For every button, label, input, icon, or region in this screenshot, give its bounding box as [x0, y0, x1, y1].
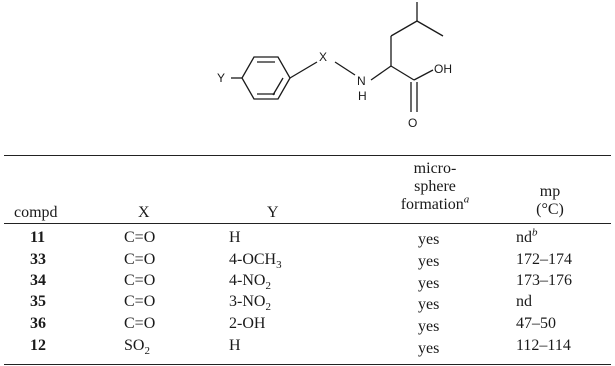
footnote-a: a: [463, 193, 470, 206]
structure-drawing: Y X N H OH O: [217, 2, 452, 130]
row-microsphere: yes: [418, 340, 440, 357]
header-microsphere-line2: sphere: [414, 178, 456, 195]
table-top-rule: [4, 155, 611, 156]
row-mp: 173–176: [516, 272, 572, 289]
header-microsphere-line1: micro-: [413, 160, 457, 177]
row-microsphere: yes: [418, 275, 440, 292]
row-compd: 36: [30, 315, 46, 332]
row-y: H: [229, 337, 241, 354]
row-y: 4-NO2: [229, 272, 271, 293]
row-mp: 112–114: [516, 337, 571, 354]
row-y: 4-OCH3: [229, 251, 282, 272]
row-x: C=O: [124, 251, 156, 268]
row-y: 2-OH: [229, 315, 266, 332]
header-y: Y: [267, 204, 279, 221]
row-mp: 172–174: [516, 251, 572, 268]
structure-label-x: X: [319, 50, 327, 64]
header-mp-line2: (°C): [536, 201, 564, 218]
header-microsphere: micro- sphere formationa: [380, 160, 490, 214]
header-compd: compd: [14, 204, 58, 221]
structure-label-n: N: [357, 74, 366, 88]
chemical-structure: Y X N H OH O: [195, 0, 525, 148]
row-microsphere: yes: [418, 318, 440, 335]
footnote-b: b: [532, 226, 538, 239]
header-mp-line1: mp: [539, 183, 561, 200]
header-microsphere-line3: formationa: [380, 193, 490, 214]
table-bottom-rule: [4, 364, 611, 365]
row-microsphere: yes: [418, 253, 440, 270]
row-y: 3-NO2: [229, 293, 271, 314]
row-compd: 34: [30, 272, 46, 289]
row-x: C=O: [124, 315, 156, 332]
structure-label-y: Y: [217, 71, 225, 85]
table-header-rule: [4, 223, 611, 224]
structure-label-o: O: [408, 116, 417, 130]
header-microsphere-text: formation: [400, 196, 464, 213]
row-compd: 35: [30, 293, 46, 310]
structure-label-oh: OH: [434, 62, 452, 76]
header-x: X: [138, 204, 150, 221]
row-x: C=O: [124, 293, 156, 310]
row-compd: 33: [30, 251, 46, 268]
row-x: SO2: [124, 337, 150, 358]
header-mp: mp (°C): [520, 183, 580, 219]
row-x: C=O: [124, 229, 156, 246]
row-compd: 12: [30, 337, 46, 354]
row-microsphere: yes: [418, 296, 440, 313]
row-compd: 11: [30, 229, 46, 246]
row-microsphere: yes: [418, 231, 440, 248]
row-y: H: [229, 229, 241, 246]
row-mp: ndb: [516, 226, 538, 246]
structure-label-h: H: [358, 89, 367, 103]
row-mp: nd: [516, 293, 532, 310]
row-mp: 47–50: [516, 315, 556, 332]
row-x: C=O: [124, 272, 156, 289]
